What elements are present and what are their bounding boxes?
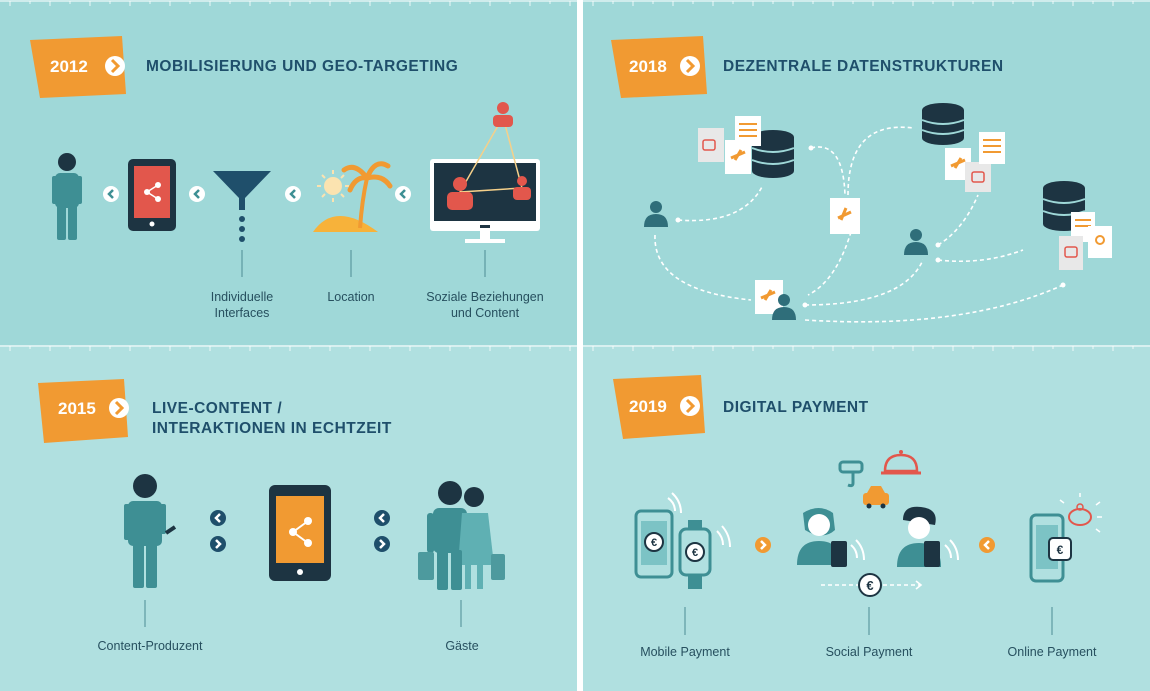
chevron-right-icon xyxy=(680,396,700,416)
chevron-left-icon xyxy=(374,510,390,526)
chevron-left-icon xyxy=(189,186,205,202)
person-icon xyxy=(797,508,847,567)
label-content-produzent: Content-Produzent xyxy=(97,639,203,653)
year-badge xyxy=(611,36,707,98)
guests-icon xyxy=(418,481,505,627)
panel-2015-artwork xyxy=(38,379,505,627)
database-icon xyxy=(751,130,795,178)
smartphone-share-icon xyxy=(269,485,331,581)
chevron-right-icon xyxy=(105,56,125,76)
panel-2018: 2018 DEZENTRALE DATENSTRUKTUREN xyxy=(583,0,1150,345)
panel-title-line2: INTERAKTIONEN IN ECHTZEIT xyxy=(152,420,392,437)
island-icon xyxy=(313,161,393,277)
person-icon xyxy=(897,506,941,567)
chevron-right-icon xyxy=(210,536,226,552)
document-icon xyxy=(830,198,860,234)
piggy-bank-icon xyxy=(1059,493,1102,533)
mobile-payment-icon: € xyxy=(634,492,682,579)
chevron-right-icon xyxy=(755,537,771,553)
chevron-left-icon xyxy=(210,510,226,526)
label-individuelle-interfaces: Individuelle Interfaces xyxy=(210,290,274,320)
label-online-payment: Online Payment xyxy=(1007,645,1097,659)
panel-title: DEZENTRALE DATENSTRUKTUREN xyxy=(723,58,1004,75)
panel-title-line1: LIVE-CONTENT / xyxy=(152,400,283,417)
online-payment-icon: € xyxy=(1029,513,1072,583)
smartwatch-icon: € xyxy=(678,520,731,589)
ruler-top xyxy=(0,345,577,351)
person-icon xyxy=(644,201,668,227)
year-badge xyxy=(38,379,128,443)
chevron-left-icon xyxy=(395,186,411,202)
svg-text:€: € xyxy=(866,578,873,593)
document-icon xyxy=(698,116,761,174)
panel-2015: 2015 LIVE-CONTENT / INTERAKTIONEN IN ECH… xyxy=(0,345,577,691)
svg-text:€: € xyxy=(651,537,657,549)
person-icon xyxy=(52,153,82,240)
chevron-left-icon xyxy=(103,186,119,202)
taxi-icon xyxy=(863,486,889,509)
panel-2019-artwork: € € xyxy=(613,375,1102,635)
label-soziale-beziehungen: Soziale Beziehungen und Content xyxy=(426,290,544,320)
monitor-network-icon xyxy=(430,102,540,277)
label-social-payment: Social Payment xyxy=(825,645,913,659)
chevron-left-icon xyxy=(285,186,301,202)
svg-text:€: € xyxy=(692,547,698,559)
panel-2019: € € xyxy=(583,345,1150,691)
chevron-right-icon xyxy=(109,398,129,418)
year-badge xyxy=(613,375,705,439)
document-icon xyxy=(945,132,1005,192)
panel-2012: 2012 MOBILISIERUNG UND GEO-TARGETING Ind… xyxy=(0,0,577,345)
year-badge xyxy=(30,36,126,98)
year-label: 2018 xyxy=(629,57,667,76)
panel-2012-artwork xyxy=(30,36,540,277)
ruler-top xyxy=(0,0,577,6)
panel-title: DIGITAL PAYMENT xyxy=(723,399,869,416)
panel-2018-artwork xyxy=(611,36,1112,323)
chevron-left-icon xyxy=(979,537,995,553)
label-gaeste: Gäste xyxy=(445,639,479,653)
label-location: Location xyxy=(327,290,375,304)
database-icon xyxy=(921,103,965,145)
snorkel-icon xyxy=(838,460,864,488)
chevron-right-icon xyxy=(680,56,700,76)
service-bell-icon xyxy=(881,450,921,475)
panel-title: MOBILISIERUNG UND GEO-TARGETING xyxy=(146,58,459,75)
person-icon xyxy=(124,474,177,627)
person-icon xyxy=(904,229,928,255)
smartphone-share-icon xyxy=(128,159,176,231)
ruler-top xyxy=(583,0,1150,6)
label-mobile-payment: Mobile Payment xyxy=(640,645,730,659)
year-label: 2015 xyxy=(58,399,96,418)
person-icon xyxy=(772,294,796,320)
year-label: 2012 xyxy=(50,57,88,76)
year-label: 2019 xyxy=(629,397,667,416)
document-icon xyxy=(1059,212,1112,270)
funnel-icon xyxy=(213,171,271,277)
euro-coin-icon: € xyxy=(858,573,882,597)
ruler-top xyxy=(583,345,1150,351)
chevron-right-icon xyxy=(374,536,390,552)
svg-text:€: € xyxy=(1057,543,1064,557)
